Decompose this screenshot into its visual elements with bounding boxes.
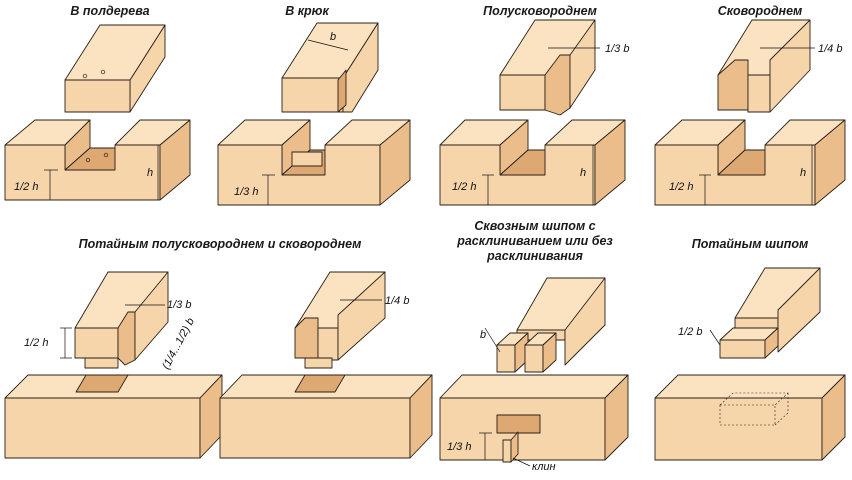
joint-through-tenon: b 1/3 h клин — [439, 277, 629, 473]
upper-beam-tenon — [304, 357, 333, 369]
lower-beam-side — [604, 374, 629, 461]
lower-beam-side — [814, 119, 846, 206]
label-hidden-tenon-width: 1/2 b — [678, 326, 702, 338]
tenon-front — [719, 339, 766, 359]
tenon-right-side — [542, 332, 557, 373]
label-hidden-dovetail-offset: 1/4 b — [385, 295, 409, 307]
upper-beam-side — [134, 271, 169, 361]
caption-hidden-dovetail: Потайным полусковороднем и сковороднем — [78, 237, 362, 251]
wedge-side — [510, 431, 519, 463]
label-through-tenon-width: b — [480, 329, 486, 341]
lower-beam-front — [4, 397, 201, 459]
label-wedge: клин — [532, 461, 556, 473]
upper-beam-front — [317, 327, 339, 361]
tenon-side — [764, 327, 779, 359]
label-hook-width: b — [330, 31, 336, 43]
lower-beam-front — [217, 144, 381, 206]
lower-beam-front — [654, 144, 816, 206]
lower-beam-front — [654, 397, 823, 461]
upper-beam-side — [569, 19, 596, 109]
upper-beam-front — [74, 327, 119, 359]
label-half-timber-depth: 1/2 h — [14, 181, 38, 193]
lower-beam-top — [439, 374, 629, 399]
label-half-timber-height: h — [147, 167, 153, 179]
joint-half-dovetail: 1/3 b 1/2 h h — [439, 19, 629, 206]
lower-beam-side — [409, 374, 433, 459]
mortise-hole — [496, 414, 541, 434]
caption-through-tenon: Сквозным шипом с расклиниванием или без … — [440, 219, 630, 264]
caption-hook: В крюк — [285, 4, 329, 18]
joint-half-timber: 1/2 h h — [4, 24, 191, 201]
hook-seat — [291, 151, 323, 167]
joint-hidden-half-dovetail: 1/3 b 1/2 h (1/4...1/2) b — [4, 271, 223, 459]
label-half-dovetail-height: h — [580, 167, 586, 179]
label-hook-depth: 1/3 h — [234, 186, 258, 198]
label-hidden-half-dovetail-offset: 1/3 b — [167, 299, 191, 311]
lower-beam-notch — [75, 374, 129, 393]
lower-beam-top — [654, 374, 846, 399]
upper-beam-front — [281, 77, 344, 113]
joint-hidden-dovetail: 1/4 b — [219, 271, 433, 459]
joint-hook: b 1/3 h — [217, 22, 411, 206]
wedge — [502, 439, 512, 463]
label-half-dovetail-depth: 1/2 h — [452, 181, 476, 193]
label-dovetail-height: h — [800, 167, 806, 179]
joint-dovetail: 1/4 b 1/2 h h — [654, 19, 846, 206]
tenon-left — [496, 344, 516, 373]
lower-beam-side — [594, 119, 626, 206]
lower-beam-side — [379, 119, 411, 206]
upper-beam-side — [769, 19, 811, 113]
label-through-tenon-depth: 1/3 h — [447, 441, 471, 453]
joint-hidden-tenon: 1/2 b — [654, 267, 846, 461]
upper-beam-dovetail-left — [294, 317, 319, 359]
tenon-right — [524, 344, 544, 373]
upper-beam-front — [747, 74, 771, 113]
caption-hidden-tenon: Потайным шипом — [691, 237, 809, 251]
upper-beam-hook — [337, 69, 347, 113]
upper-beam-tenon — [84, 357, 119, 369]
label-dovetail-depth: 1/2 h — [669, 181, 693, 193]
caption-through-tenon-line-3: расклинивания — [487, 249, 583, 263]
label-hidden-depth: 1/2 h — [24, 337, 48, 349]
lower-beam-side — [159, 119, 191, 201]
upper-beam-side — [564, 277, 606, 366]
caption-half-timber: В полдерева — [70, 4, 150, 18]
caption-through-tenon-line-1: Сквозным шипом с — [474, 219, 596, 233]
upper-beam-front — [64, 79, 131, 113]
caption-dovetail: Сковороднем — [717, 4, 803, 18]
label-half-dovetail-offset: 1/3 b — [605, 43, 629, 55]
upper-beam-side — [337, 271, 386, 361]
lower-beam-front — [219, 397, 411, 459]
lower-beam-front — [4, 144, 161, 201]
hidden-mortise — [719, 404, 776, 426]
caption-half-dovetail: Полусковороднем — [483, 4, 597, 18]
label-dovetail-offset: 1/4 b — [818, 43, 842, 55]
lower-beam-side — [821, 374, 846, 461]
upper-beam-front — [499, 74, 546, 111]
caption-through-tenon-line-2: расклиниванием или без — [457, 234, 613, 248]
lower-beam-front — [439, 144, 596, 206]
lower-beam-notch — [294, 374, 346, 393]
